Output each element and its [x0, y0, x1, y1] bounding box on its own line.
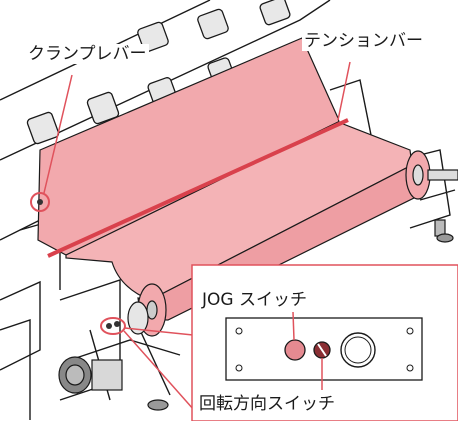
- jog-switch-label: JOG スイッチ: [200, 290, 309, 310]
- tension-bar-label: テンションバー: [302, 31, 425, 51]
- clamp-lever-marker: [30, 74, 73, 212]
- tension-bar: [47, 118, 349, 258]
- take-up-roll: [127, 283, 167, 337]
- motor-unit: [58, 233, 454, 411]
- media-roll: [405, 150, 458, 237]
- panel-round-button: [340, 332, 376, 368]
- jog-switch: [284, 339, 306, 361]
- tension-bar-leader: [337, 61, 351, 121]
- rotation-switch-label: 回転方向スイッチ: [197, 394, 337, 414]
- switch-marker: [100, 317, 195, 411]
- clamp-lever-label: クランプレバー: [26, 44, 149, 64]
